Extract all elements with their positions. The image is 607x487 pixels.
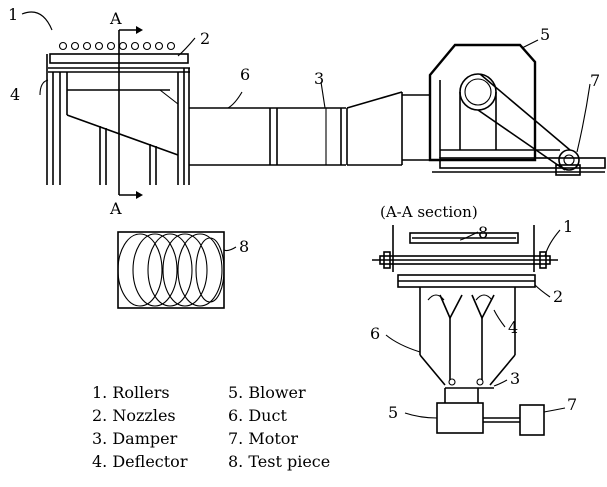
callout-3-section: 3 xyxy=(510,369,520,388)
legend-item-blower: 5. Blower xyxy=(228,383,306,402)
legend-item-nozzles: 2. Nozzles xyxy=(92,406,176,425)
callout-4: 4 xyxy=(10,85,20,104)
nozzle-chamber xyxy=(46,53,190,185)
callout-8-section: 8 xyxy=(478,223,488,242)
motor xyxy=(555,149,581,176)
callout-6: 6 xyxy=(240,65,250,84)
section-marker-top: A xyxy=(109,9,122,28)
callout-6-section: 6 xyxy=(370,324,380,343)
callout-3: 3 xyxy=(314,69,324,88)
legend-item-rollers: 1. Rollers xyxy=(92,383,170,402)
section-line: A A xyxy=(109,9,143,218)
legend-item-deflector: 4. Deflector xyxy=(92,452,188,471)
callout-1-section: 1 xyxy=(563,217,573,236)
callout-1: 1 xyxy=(8,5,18,24)
legend: 1. Rollers 2. Nozzles 3. Damper 4. Defle… xyxy=(92,383,330,471)
section-marker-bottom: A xyxy=(109,199,122,218)
legend-item-damper: 3. Damper xyxy=(92,429,178,448)
rollers-row xyxy=(58,41,176,51)
legend-item-motor: 7. Motor xyxy=(228,429,298,448)
section-view: (A-A section) xyxy=(372,203,558,436)
side-view: A A xyxy=(46,9,606,218)
callout-5-section: 5 xyxy=(388,403,398,422)
callout-7-section: 7 xyxy=(567,395,577,414)
callout-2-section: 2 xyxy=(553,287,563,306)
callout-numbers: 1 2 4 6 3 5 7 8 8 1 2 4 6 3 5 7 xyxy=(8,5,600,422)
blower xyxy=(428,43,606,173)
duct xyxy=(189,91,430,166)
callout-2: 2 xyxy=(200,29,210,48)
legend-item-duct: 6. Duct xyxy=(228,406,287,425)
callout-4-section: 4 xyxy=(508,318,518,337)
callout-8-piece: 8 xyxy=(239,237,249,256)
legend-item-test-piece: 8. Test piece xyxy=(228,452,330,471)
callout-7: 7 xyxy=(590,71,600,90)
test-piece xyxy=(117,231,225,309)
callout-5: 5 xyxy=(540,25,550,44)
leader-lines xyxy=(21,11,591,419)
section-title: (A-A section) xyxy=(380,203,478,221)
